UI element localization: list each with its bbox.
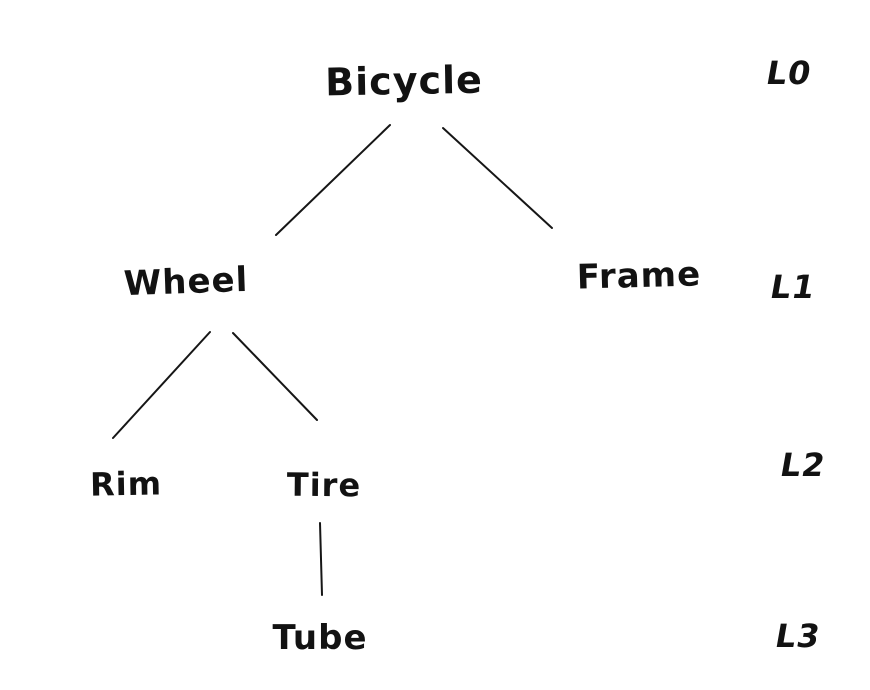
node-bicycle: Bicycle bbox=[324, 57, 484, 105]
edge-wheel-tire bbox=[232, 332, 318, 421]
node-rim: Rim bbox=[89, 464, 163, 504]
level-label-l2: L2 bbox=[777, 446, 829, 484]
node-tire: Tire bbox=[286, 465, 362, 505]
node-frame: Frame bbox=[576, 254, 702, 298]
level-label-l1: L1 bbox=[767, 268, 819, 306]
edge-bicycle-frame bbox=[442, 127, 553, 229]
node-tube: Tube bbox=[272, 618, 368, 658]
node-wheel: Wheel bbox=[123, 259, 249, 305]
edge-wheel-rim bbox=[112, 331, 211, 439]
level-label-l0: L0 bbox=[763, 54, 815, 92]
level-label-l3: L3 bbox=[772, 617, 824, 655]
edge-bicycle-wheel bbox=[275, 124, 391, 236]
edge-tire-tube bbox=[319, 522, 323, 596]
